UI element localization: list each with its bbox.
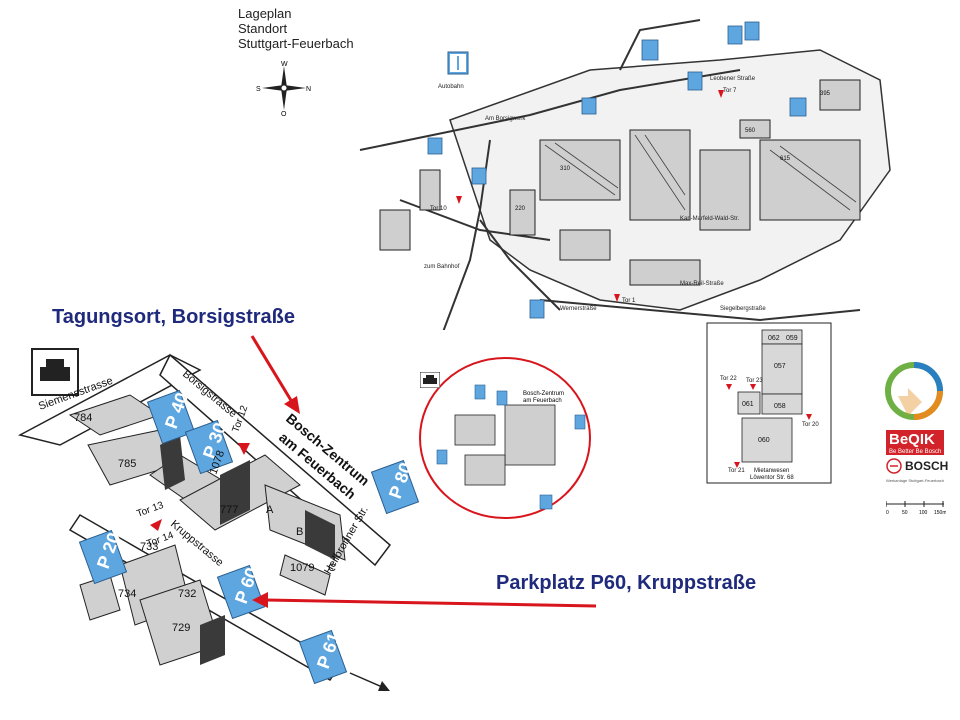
inset-059: 059	[786, 335, 798, 342]
detail-c: C	[328, 562, 336, 574]
inset-060: 060	[758, 437, 770, 444]
compass-n: N	[306, 86, 311, 93]
detail-784: 784	[74, 412, 92, 424]
compass-o: O	[281, 111, 287, 116]
bldg-560: 560	[745, 128, 756, 134]
inset-map: 062 059 057 061 058 060 Tor 22 Tor 23 To…	[706, 322, 832, 484]
compass-w: W	[281, 61, 288, 68]
inset-caption-1: Mietanwesen	[754, 468, 789, 474]
detail-729: 729	[172, 622, 190, 634]
gate-7: Tor 7	[723, 88, 737, 94]
detail-785: 785	[118, 458, 136, 470]
venue-callout: Tagungsort, Borsigstraße	[52, 306, 295, 328]
title-line-2: Standort	[238, 21, 288, 36]
street-werner: Wernerstraße	[560, 306, 597, 312]
bosch-armature-icon	[886, 458, 902, 474]
street-leobener: Leobener Straße	[710, 76, 756, 82]
inset-caption-2: Löwentor Str. 68	[750, 475, 794, 481]
detail-1079: 1079	[290, 562, 314, 574]
detail-733: 733	[140, 541, 158, 553]
street-siegelberg: Siegelbergstraße	[720, 306, 766, 312]
bosch-wordmark: BOSCH	[905, 459, 949, 473]
inset-tor21: Tor 21	[728, 468, 745, 474]
bldg-833: 395	[820, 91, 831, 97]
scale-50: 50	[902, 510, 908, 516]
gate-10: Tor 10	[430, 206, 447, 212]
scale-0: 0	[886, 510, 889, 516]
map-title: Lageplan Standort Stuttgart-Feuerbach	[238, 6, 354, 51]
quality-seal-icon	[885, 362, 943, 420]
detail-a: A	[266, 504, 274, 516]
highlight-circle: Bosch-Zentrum am Feuerbach	[419, 357, 591, 519]
detail-734: 734	[118, 588, 136, 600]
bldg-615: 615	[780, 156, 791, 162]
bldg-310: 310	[560, 166, 571, 172]
inset-057: 057	[774, 363, 786, 370]
circle-center-1: Bosch-Zentrum	[523, 391, 564, 397]
venue-arrow	[250, 335, 300, 414]
logo-note: Werkanlage Stuttgart-Feuerbach	[886, 478, 944, 483]
parking-arrow	[252, 592, 597, 608]
detail-b: B	[296, 526, 303, 538]
inset-tor22: Tor 22	[720, 376, 737, 382]
beqik-logo: BeQIK Be Better Be Bosch	[886, 430, 945, 455]
beqik-subtitle: Be Better Be Bosch	[886, 449, 945, 455]
overview-map: Leobener Straße Am Borsigwerk Karl-Marfe…	[359, 19, 891, 330]
title-line-1: Lageplan	[238, 6, 292, 21]
bldg-220: 220	[515, 206, 526, 212]
compass-s: S	[256, 86, 261, 93]
scale-100: 100	[919, 510, 928, 516]
car-icon	[420, 372, 440, 388]
inset-058: 058	[774, 403, 786, 410]
inset-062: 062	[768, 335, 780, 342]
gate-1: Tor 1	[622, 298, 636, 304]
detail-map: P 40 P 30 P 80 P 20 P 60 P 61 Siemensstr…	[17, 348, 420, 691]
inset-tor20: Tor 20	[802, 422, 819, 428]
title-line-3: Stuttgart-Feuerbach	[238, 36, 354, 51]
parking-callout: Parkplatz P60, Kruppstraße	[496, 572, 757, 594]
bosch-logo: BOSCH	[886, 458, 948, 474]
detail-777: 777	[220, 504, 238, 516]
beqik-wordmark: BeQIK	[886, 430, 945, 449]
scale-150: 150m	[934, 510, 946, 516]
scale-bar: 0 50 100 150m	[886, 501, 946, 516]
street-karl: Karl-Marfeld-Wald-Str.	[680, 216, 739, 222]
overview-bahnhof: zum Bahnhof	[424, 264, 460, 270]
inset-tor23: Tor 23	[746, 378, 763, 384]
street-maxreil: Max-Reil-Straße	[680, 281, 724, 287]
overview-autobahn: Autobahn	[438, 84, 464, 90]
compass-icon: W S N O	[256, 61, 311, 116]
inset-061: 061	[742, 401, 754, 408]
circle-center-2: am Feuerbach	[523, 398, 562, 404]
street-borsigwerk: Am Borsigwerk	[485, 116, 526, 122]
detail-732: 732	[178, 588, 196, 600]
